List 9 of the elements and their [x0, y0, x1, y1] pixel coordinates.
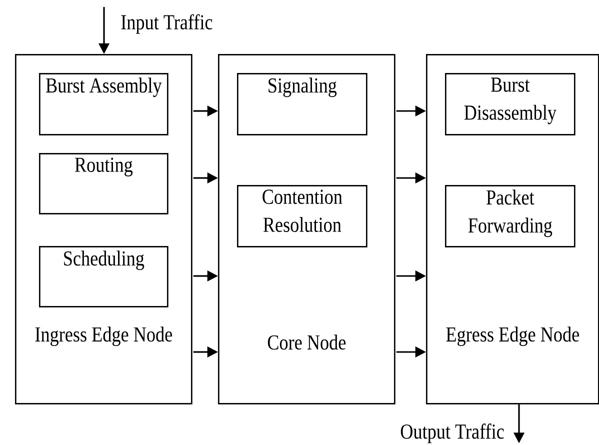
component-box: Contention Resolution [237, 185, 368, 248]
edge-label: Output Traffic [400, 424, 504, 444]
component-box: Scheduling [39, 246, 168, 308]
component-box: Routing [39, 153, 168, 214]
component-box: Burst Disassembly [445, 73, 576, 136]
component-box: Packet Forwarding [445, 185, 576, 248]
component-box: Burst Assembly [39, 73, 168, 136]
edge-label: Input Traffic [121, 14, 212, 34]
component-box: Signaling [237, 73, 368, 136]
